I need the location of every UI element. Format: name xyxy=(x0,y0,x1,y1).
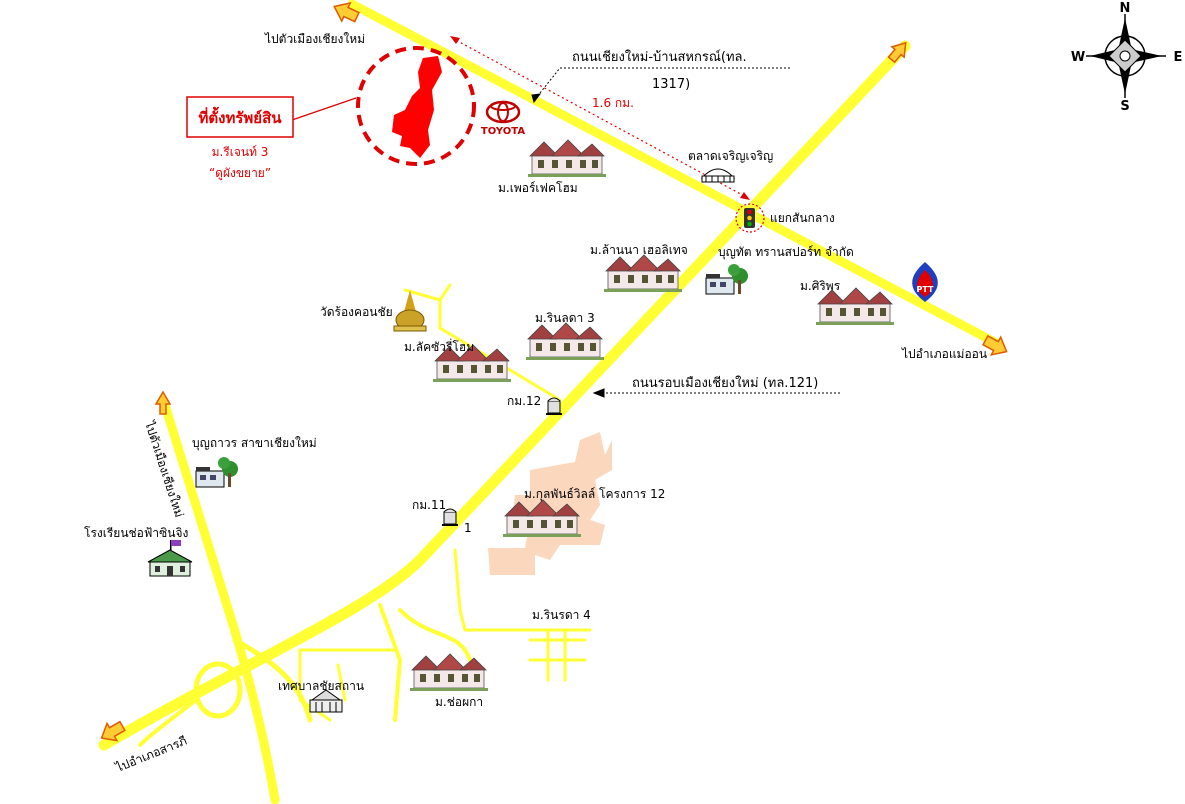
distance-label: 1.6 กม. xyxy=(592,96,634,110)
arrow-to-city-top xyxy=(333,1,360,23)
label-intersection: แยกสันกลาง xyxy=(770,211,835,225)
label-km11: กม.11 xyxy=(412,498,446,512)
label-km12: กม.12 xyxy=(507,394,541,408)
arrow-left-top xyxy=(154,390,172,415)
compass-s: S xyxy=(1120,99,1129,114)
chorpaka-house-icon xyxy=(409,653,489,692)
label-chorpaka: ม.ช่อผกา xyxy=(435,695,483,709)
siriporn-house-icon xyxy=(815,287,895,326)
road-1317 xyxy=(347,0,1005,350)
label-rinrada4: ม.รินรดา 4 xyxy=(532,608,591,622)
distance-indicator: 1.6 กม. xyxy=(450,36,750,200)
compass-n: N xyxy=(1120,1,1131,16)
kulpan-parcel xyxy=(488,432,612,575)
compass-e: E xyxy=(1174,50,1183,65)
label-ring-road: ถนนรอบเมืองเชียงใหม่ (ทล.121) xyxy=(632,375,818,391)
property-sub1: ม.รีเจนท์ 3 xyxy=(212,145,269,159)
label-marker-1: 1 xyxy=(464,521,472,535)
ring-road-121 xyxy=(98,40,911,751)
lanna-house-icon xyxy=(603,254,683,293)
label-road-1317-line2: 1317) xyxy=(652,77,690,92)
property-shape xyxy=(392,56,442,158)
label-temple: วัดร้องคอนชัย xyxy=(320,305,393,319)
label-municipality: เทศบาลชัยสถาน xyxy=(278,679,364,693)
compass-w: W xyxy=(1071,50,1085,65)
label-boonthavorn: บุญถาวร สาขาเชียงใหม่ xyxy=(192,436,317,451)
gas-station-icon: PTT xyxy=(912,262,938,302)
compass-rose: N S W E xyxy=(1071,1,1183,114)
left-road-to-city xyxy=(159,397,280,804)
arrow-to-mae-on xyxy=(982,334,1008,356)
road-end-arrows xyxy=(100,1,1008,742)
school-icon xyxy=(147,540,193,577)
label-siriporn: ม.ศิริพร xyxy=(800,279,841,293)
property-location: ที่ตั้งทรัพย์สิน ม.รีเจนท์ 3 “ดูผังขยาย” xyxy=(186,46,476,181)
svg-text:TOYOTA: TOYOTA xyxy=(481,126,525,137)
traffic-light-icon xyxy=(735,203,765,233)
property-label-box xyxy=(186,96,294,138)
svg-text:PTT: PTT xyxy=(917,285,935,294)
label-lucky: ม.ลัคซัวรี่โฮม xyxy=(404,338,474,354)
property-sub2: “ดูผังขยาย” xyxy=(209,166,271,181)
label-market: ตลาดเจริญเจริญ xyxy=(688,149,773,163)
label-to-city-left: ไปตัวเมืองเชียงใหม่ xyxy=(142,419,187,519)
label-school: โรงเรียนช่อฟ้าซินจิง xyxy=(84,526,188,540)
property-label: ที่ตั้งทรัพย์สิน xyxy=(199,106,283,127)
label-perfect-home: ม.เพอร์เฟคโฮม xyxy=(498,181,578,195)
label-road-1317-line1: ถนนเชียงใหม่-บ้านสหกรณ์(ทล. xyxy=(572,49,747,65)
municipality-icon xyxy=(309,689,343,713)
label-rinlada3: ม.รินลดา 3 xyxy=(535,311,595,325)
interchange-loop xyxy=(193,661,243,719)
boonthavorn-store-icon xyxy=(195,456,239,488)
toyota-logo: TOYOTA xyxy=(481,100,525,137)
label-to-mae-on: ไปอำเภอแม่ออน xyxy=(901,347,987,361)
temple-icon xyxy=(393,290,427,332)
road-network xyxy=(98,0,1005,804)
perfect-home-house-icon xyxy=(527,139,607,178)
road-label-leaders xyxy=(531,67,840,398)
km12-post-icon xyxy=(545,397,563,416)
label-lanna: ม.ล้านนา เฮอลิเทจ xyxy=(590,243,688,257)
arrow-top-right xyxy=(887,41,907,64)
label-boonyatat: บุญทัต ทรานสปอร์ท จำกัด xyxy=(718,245,854,260)
label-to-city-top: ไปตัวเมืองเชียงใหม่ xyxy=(264,32,365,46)
property-dashed-circle xyxy=(356,46,476,166)
boonyatat-store-icon xyxy=(705,263,749,295)
rinlada3-house-icon xyxy=(525,322,605,361)
label-to-saraphi: ไปอำเภอสารภี xyxy=(113,734,189,776)
arrow-to-saraphi xyxy=(100,720,126,742)
market-icon xyxy=(700,168,736,183)
label-kulpan: ม.กุลพันธ์วิลล์ โครงการ 12 xyxy=(524,487,665,502)
